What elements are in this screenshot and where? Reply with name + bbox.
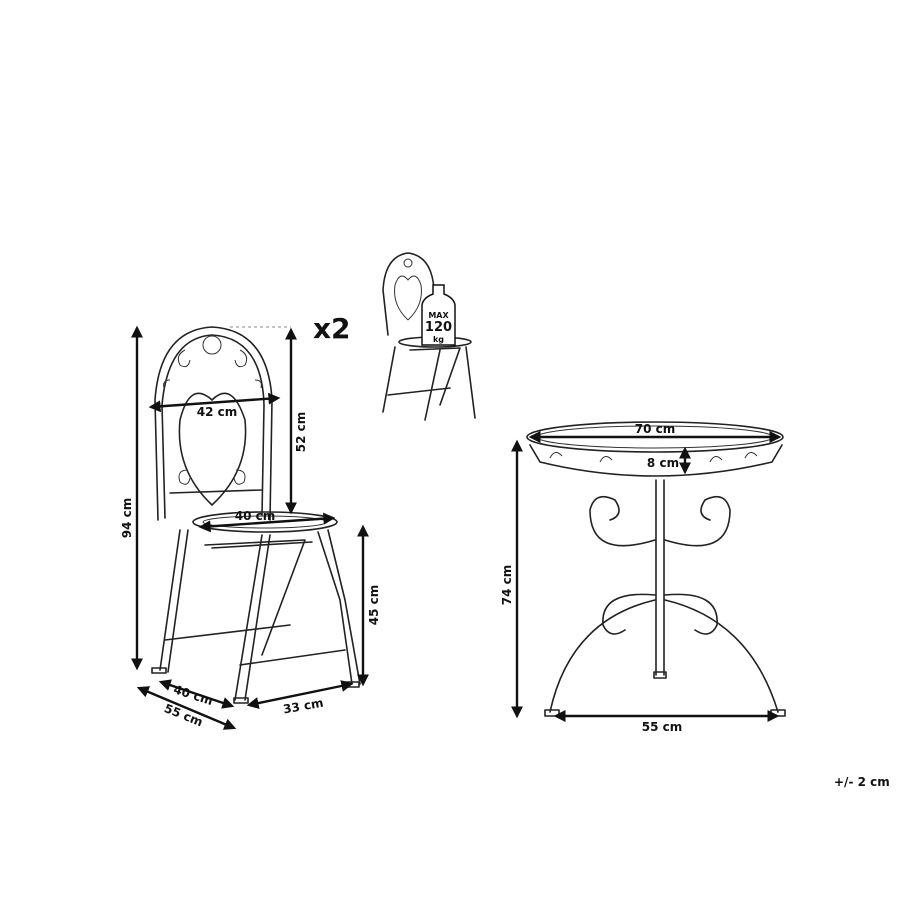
table-base-width-label: 55 cm <box>642 720 683 734</box>
table-illustration <box>526 421 786 717</box>
chair-leg-span-dimension: 33 cm <box>246 680 354 717</box>
table-diameter-dimension: 70 cm <box>528 422 782 443</box>
backrest-width-label: 42 cm <box>197 405 238 419</box>
backrest-height-label: 52 cm <box>294 412 308 453</box>
quantity-label: x2 <box>313 312 351 345</box>
seat-width-dimension: 40 cm <box>198 509 336 533</box>
tolerance-note: +/- 2 cm <box>834 775 890 789</box>
table-height-label: 74 cm <box>500 565 514 606</box>
backrest-width-dimension: 42 cm <box>148 392 281 419</box>
seat-height-label: 45 cm <box>367 585 381 626</box>
seat-height-dimension: 45 cm <box>357 524 381 687</box>
backrest-height-dimension: 52 cm <box>285 327 308 515</box>
max-load-label: MAX <box>428 311 449 320</box>
table-apron-height-dimension: 8 cm <box>647 446 691 475</box>
table-base-width-dimension: 55 cm <box>553 710 780 734</box>
table-apron-height-label: 8 cm <box>647 456 679 470</box>
max-load-badge: MAX 120 kg <box>421 284 456 346</box>
chair-height-label: 94 cm <box>120 498 134 539</box>
table-height-dimension: 74 cm <box>500 439 523 719</box>
table-diameter-label: 70 cm <box>635 422 676 436</box>
chair-leg-span-label: 33 cm <box>282 696 324 717</box>
max-load-unit: kg <box>433 335 444 344</box>
max-load-value: 120 <box>425 320 452 335</box>
seat-width-label: 40 cm <box>235 509 276 523</box>
chair-height-dimension: 94 cm <box>120 325 143 671</box>
